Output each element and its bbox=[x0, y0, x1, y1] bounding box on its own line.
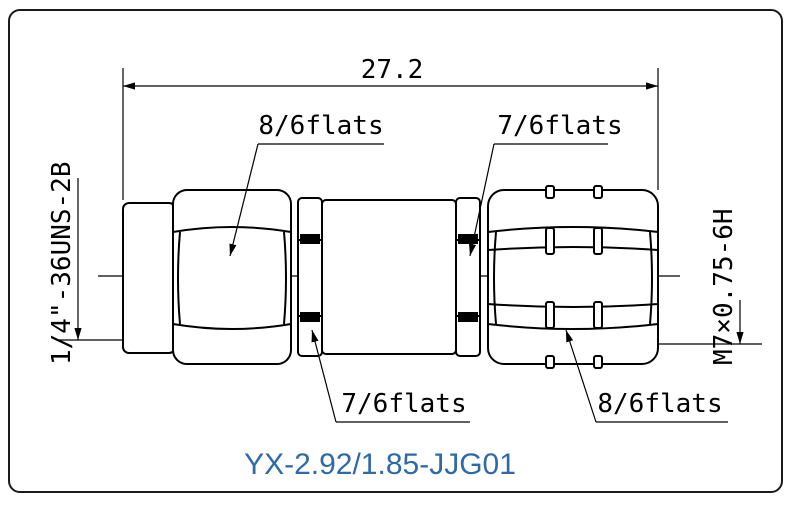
left-thread-label: 1/4"-36UNS-2B bbox=[47, 162, 77, 366]
left-hex-nut bbox=[172, 189, 292, 365]
overall-length-dimension: 27.2 bbox=[122, 55, 659, 200]
callout-right-hex-top: 7/6flats bbox=[468, 111, 623, 257]
left-thread-dimension: 1/4"-36UNS-2B bbox=[47, 162, 123, 366]
right-thread-dimension: M7×0.75-6H bbox=[658, 208, 762, 365]
right-thread-label: M7×0.75-6H bbox=[709, 208, 739, 365]
callout-right-hex-bottom: 8/6flats bbox=[565, 329, 728, 423]
overall-length-label: 27.2 bbox=[361, 55, 424, 85]
callout-left-hex-top: 8/6flats bbox=[229, 111, 384, 257]
callout-right-hex-bottom-label: 8/6flats bbox=[597, 389, 722, 419]
center-body bbox=[321, 199, 457, 355]
right-hex-nut bbox=[487, 185, 659, 369]
callout-left-hex-top-label: 8/6flats bbox=[258, 111, 383, 141]
left-thread-end bbox=[122, 202, 176, 354]
callout-left-neck-bottom-label: 7/6flats bbox=[341, 389, 466, 419]
callout-left-neck-bottom: 7/6flats bbox=[311, 329, 470, 423]
left-flange bbox=[297, 197, 323, 357]
right-flange bbox=[455, 197, 481, 357]
callout-right-hex-top-label: 7/6flats bbox=[497, 111, 622, 141]
model-title: YX-2.92/1.85-JJG01 bbox=[244, 448, 516, 481]
